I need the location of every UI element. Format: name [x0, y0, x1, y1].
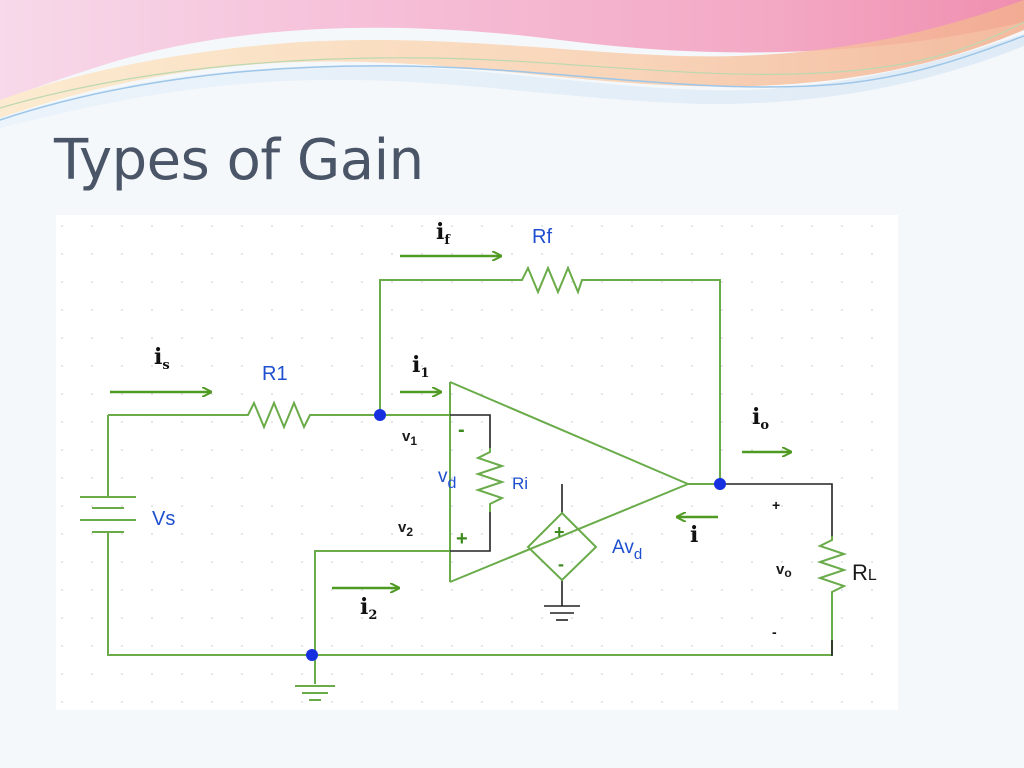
resistor-r1 [240, 400, 318, 430]
label-rf: Rf [532, 226, 552, 248]
sign-source-minus: - [558, 554, 564, 574]
dependent-source-avd [526, 511, 598, 582]
label-i1: i1 [412, 352, 429, 381]
battery-vs [80, 496, 136, 533]
label-v1: v1 [402, 428, 417, 448]
label-rl: RL [852, 560, 877, 585]
pink-wave-band [0, 0, 1024, 100]
label-io: io [752, 404, 769, 433]
label-vs: Vs [152, 508, 175, 530]
label-vo: vo [776, 561, 792, 580]
label-is: is [154, 344, 170, 373]
resistor-rf [515, 265, 585, 295]
peach-wave-band [0, 0, 1024, 118]
light-wave-band [0, 34, 1024, 128]
wires [107, 279, 833, 684]
sign-input-plus: + [456, 528, 468, 550]
label-if: if [436, 219, 451, 248]
label-ri: Ri [512, 474, 528, 493]
resistor-rl [816, 536, 848, 596]
node-output [714, 478, 726, 490]
sign-input-minus: - [458, 419, 465, 441]
label-r1: R1 [262, 363, 288, 385]
resistor-ri [474, 448, 506, 512]
sign-out-plus: + [772, 497, 780, 513]
label-i: i [690, 522, 698, 548]
ground-source [544, 605, 580, 621]
sign-source-plus: + [554, 522, 565, 542]
dark-wires [450, 414, 833, 656]
label-v2: v2 [398, 519, 413, 539]
node-inverting [374, 409, 386, 421]
ground-bottom [295, 685, 335, 701]
node-ground [306, 649, 318, 661]
label-i2: i2 [360, 594, 377, 623]
label-avd: Avd [612, 537, 642, 563]
sign-out-minus: - [772, 624, 777, 640]
label-vd: vd [438, 466, 456, 492]
slide-title: Types of Gain [54, 128, 424, 193]
current-arrows [110, 256, 790, 588]
